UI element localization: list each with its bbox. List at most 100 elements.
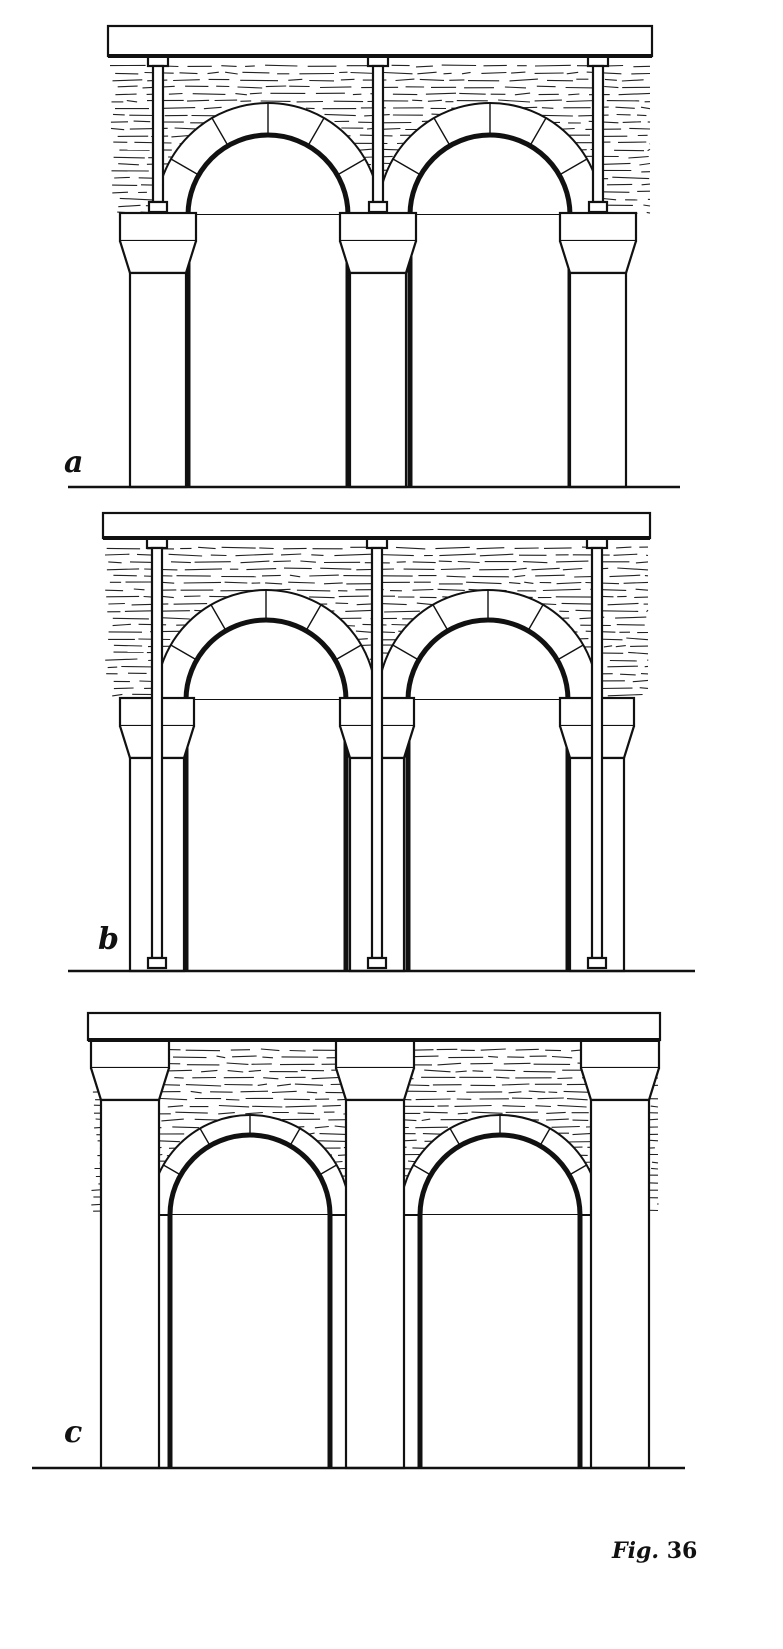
panel-c-masonry <box>546 1111 566 1114</box>
panel-b-masonry <box>105 589 124 592</box>
panel-b-masonry <box>613 553 638 556</box>
panel-a-masonry <box>643 204 651 207</box>
panel-c-masonry <box>252 1105 283 1108</box>
panel-c-masonry <box>277 1083 291 1087</box>
panel-b-masonry <box>646 609 649 613</box>
panel-b-masonry <box>476 547 505 550</box>
panel-a-masonry <box>604 85 619 89</box>
panel-c-masonry <box>546 1118 569 1121</box>
panel-a-masonry <box>174 127 198 130</box>
panel-b-masonry <box>509 582 521 585</box>
panel-c-masonry <box>651 1161 659 1164</box>
panel-c-masonry <box>174 1077 184 1079</box>
panel-c-masonry <box>289 1049 306 1052</box>
panel-b-masonry <box>261 574 281 577</box>
panel-c-masonry <box>457 1112 468 1115</box>
panel-b-masonry <box>616 546 632 549</box>
panel-b-masonry <box>334 553 372 557</box>
panel-a-masonry <box>126 99 138 103</box>
panel-a-masonry <box>225 71 238 75</box>
panel-c-masonry <box>232 1055 257 1058</box>
panel-b-masonry <box>615 616 647 619</box>
panel-a-masonry <box>602 197 617 201</box>
panel-b-masonry <box>246 568 277 571</box>
panel-a-masonry <box>203 106 222 110</box>
panel-a-arch-opening <box>188 215 348 487</box>
panel-c-masonry <box>651 1167 659 1170</box>
panel-a-masonry <box>115 93 137 96</box>
panel-b-masonry <box>158 610 190 612</box>
panel-c-masonry <box>424 1069 451 1073</box>
panel-b-masonry <box>635 588 649 591</box>
panel-a-masonry <box>221 65 237 67</box>
panel-a-masonry <box>641 183 651 186</box>
panel-a-masonry <box>112 191 129 194</box>
panel-b-masonry <box>457 560 480 564</box>
panel-a-masonry <box>622 121 642 123</box>
caption-number: 36 <box>666 1538 698 1564</box>
panel-a-masonry <box>245 65 255 67</box>
panel-b-masonry <box>647 659 649 661</box>
panel-b-masonry <box>543 547 572 549</box>
panel-a-masonry <box>324 113 356 117</box>
panel-b-masonry <box>628 651 649 655</box>
panel-a-arch-opening <box>410 215 570 487</box>
panel-b-group <box>68 511 695 973</box>
panel-a-entablature <box>106 24 654 58</box>
panel-c-masonry <box>306 1091 318 1094</box>
panel-c-masonry <box>515 1048 539 1051</box>
panel-c-masonry <box>471 1111 503 1114</box>
panel-a-arch-ring <box>154 102 382 216</box>
panel-b-label: b <box>98 922 119 957</box>
panel-b-arch-ring <box>154 589 378 701</box>
panel-a-group <box>68 24 680 489</box>
panel-b-arch-opening <box>186 700 346 971</box>
panel-a-masonry <box>621 79 644 82</box>
panel-c-masonry <box>523 1070 556 1073</box>
panel-c-voussoir-joint <box>199 1128 211 1147</box>
panel-b-masonry <box>309 574 339 577</box>
panel-c-masonry <box>503 1062 531 1065</box>
panel-a-masonry <box>118 163 139 166</box>
panel-b-masonry <box>161 581 175 584</box>
panel-a-arch-intrados <box>185 132 351 487</box>
panel-c-masonry <box>650 1105 659 1108</box>
panel-a-pier <box>568 271 628 489</box>
panel-c-arch-opening <box>170 1215 330 1468</box>
panel-b-masonry <box>311 554 324 556</box>
panel-a-voussoir-joint <box>170 158 200 176</box>
panel-b-masonry <box>438 560 452 563</box>
panel-a-pier <box>348 271 408 489</box>
panel-c-impost-block <box>89 1038 171 1070</box>
panel-c-masonry <box>218 1112 235 1115</box>
panel-b-voussoir-joint <box>392 644 420 661</box>
panel-a-masonry <box>168 92 183 95</box>
panel-b-masonry <box>161 595 174 599</box>
panel-c-masonry <box>216 1055 226 1059</box>
panel-c-masonry <box>566 1098 588 1101</box>
panel-a-masonry <box>647 148 651 152</box>
panel-a-masonry <box>133 120 151 123</box>
panel-b-masonry <box>562 567 583 571</box>
panel-c-arch-intrados <box>167 1132 333 1468</box>
panel-b-masonry <box>259 547 274 550</box>
panel-c-masonry <box>190 1090 202 1094</box>
panel-a-colonnette-base <box>147 200 169 214</box>
panel-a-masonry <box>639 162 651 166</box>
panel-a-masonry <box>395 78 415 82</box>
panel-a-masonry <box>636 114 647 117</box>
panel-a-masonry <box>504 86 527 89</box>
panel-a-masonry <box>249 92 262 95</box>
panel-b-masonry <box>609 574 641 578</box>
panel-b-masonry <box>113 687 134 690</box>
panel-c-masonry <box>226 1062 249 1065</box>
panel-c-masonry <box>158 1140 180 1143</box>
panel-c-masonry <box>314 1125 329 1129</box>
panel-c-masonry <box>501 1083 530 1086</box>
panel-b-voussoir-joint <box>527 604 544 632</box>
panel-b-masonry <box>632 679 649 683</box>
panel-a-masonry <box>186 99 210 102</box>
panel-c-masonry <box>455 1070 467 1073</box>
panel-b-masonry <box>607 693 643 697</box>
panel-a-masonry <box>158 107 196 109</box>
